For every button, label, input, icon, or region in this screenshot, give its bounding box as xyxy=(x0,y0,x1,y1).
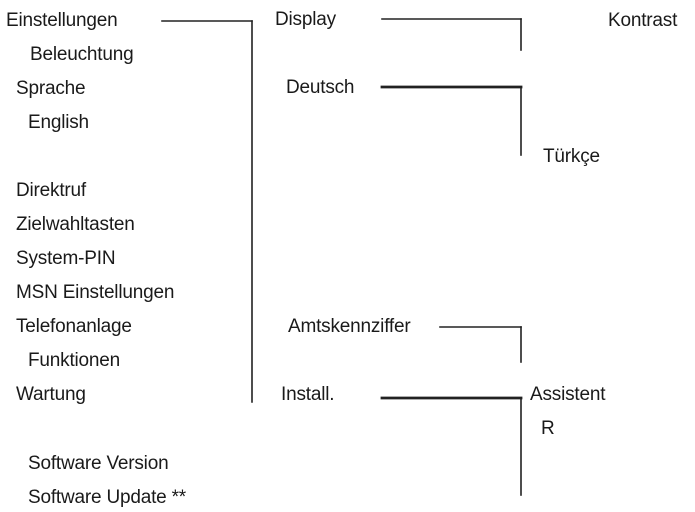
submenu-amtskennziffer: Amtskennziffer xyxy=(288,316,411,337)
option-tuerkce: Türkçe xyxy=(543,146,600,167)
menu-sprache: Sprache xyxy=(16,78,86,99)
menu-zielwahltasten: Zielwahltasten xyxy=(16,214,135,235)
menu-software-version: Software Version xyxy=(28,453,169,474)
option-assistent: Assistent xyxy=(530,384,606,405)
submenu-deutsch: Deutsch xyxy=(286,77,355,98)
menu-funktionen: Funktionen xyxy=(28,350,121,371)
option-kontrast: Kontrast xyxy=(608,10,678,31)
submenu-display: Display xyxy=(275,9,336,30)
menu-einstellungen: Einstellungen xyxy=(6,10,118,31)
menu-system-pin: System-PIN xyxy=(16,248,116,269)
menu-beleuchtung: Beleuchtung xyxy=(30,44,134,65)
menu-english: English xyxy=(28,112,89,133)
submenu-install: Install. xyxy=(281,384,335,405)
menu-msn-einstellungen: MSN Einstellungen xyxy=(16,282,175,303)
menu-software-update: Software Update ** xyxy=(28,487,186,508)
menu-wartung: Wartung xyxy=(16,384,86,405)
menu-telefonanlage: Telefonanlage xyxy=(16,316,132,337)
option-r: R xyxy=(541,418,555,439)
menu-direktruf: Direktruf xyxy=(16,180,86,201)
